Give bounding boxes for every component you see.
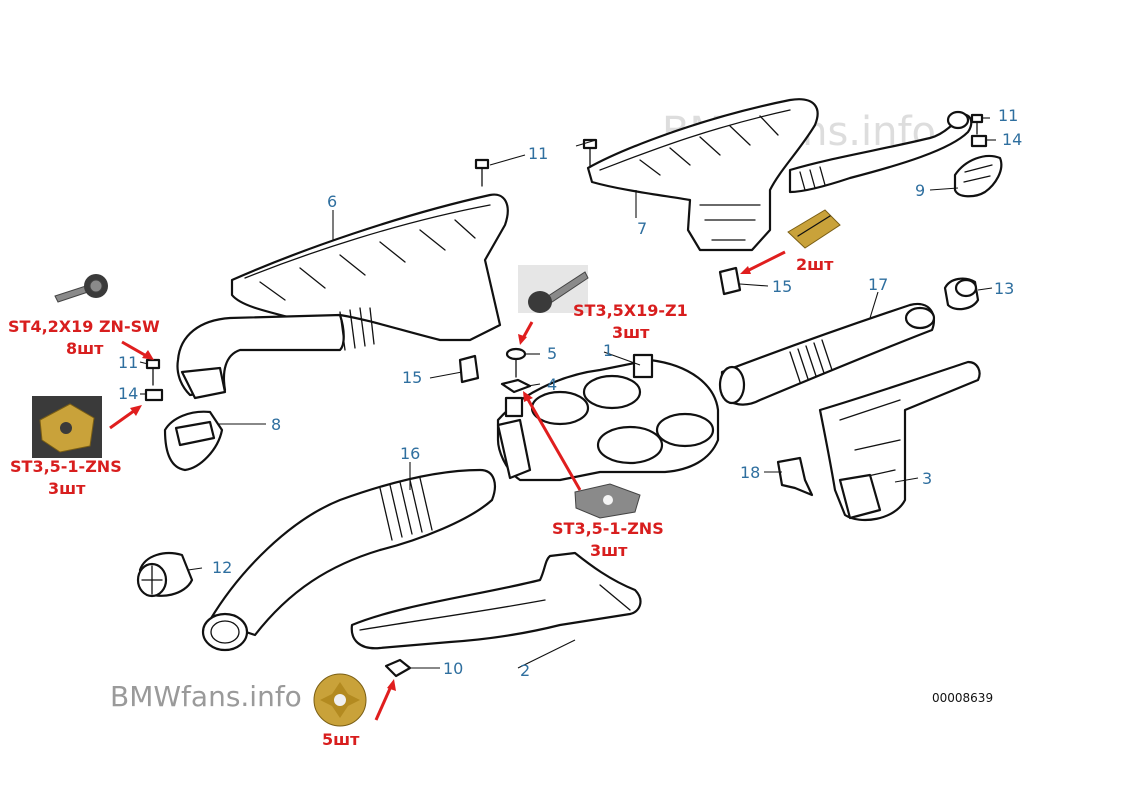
callout-13: 13: [994, 279, 1014, 298]
callout-5: 5: [547, 344, 557, 363]
callout-numbers: 1 2 3 4 5 6 7 8 9 10 11 11 11 12 13 14 1…: [118, 106, 1022, 680]
callout-11-top: 11: [528, 144, 548, 163]
hardware-screw-11-mid: [582, 138, 598, 167]
callout-11-right: 11: [998, 106, 1018, 125]
hardware-washer-10: [384, 658, 412, 678]
photo-nut-center: [574, 483, 641, 519]
callout-12: 12: [212, 558, 232, 577]
part-16-tube: [201, 468, 496, 652]
callout-9: 9: [915, 181, 925, 200]
annotation-nut-left-code: ST3,5-1-ZNS: [10, 457, 122, 476]
callout-8: 8: [271, 415, 281, 434]
part-8-outlet: [163, 410, 224, 472]
annotation-screw-sw-code: ST4,2X19 ZN-SW: [8, 317, 160, 336]
callout-15-left: 15: [402, 368, 422, 387]
callout-7: 7: [637, 219, 647, 238]
hardware-clip-14-left: [144, 388, 164, 402]
annotation-washer-qty: 5шт: [322, 730, 360, 749]
callout-2: 2: [520, 661, 530, 680]
annotation-nut-center-code: ST3,5-1-ZNS: [552, 519, 664, 538]
callout-6: 6: [327, 192, 337, 211]
part-12-cap: [136, 552, 194, 598]
hardware-nut-4: [500, 378, 532, 394]
hardware-clip-15-left: [458, 354, 480, 384]
watermark-bottom: BMWfans.info: [110, 680, 302, 713]
annotation-screw-sw-qty: 8шт: [66, 339, 104, 358]
part-2-duct: [350, 551, 642, 650]
callout-14-right: 14: [1002, 130, 1022, 149]
callout-14-left: 14: [118, 384, 138, 403]
hardware-screw-11-right: [970, 113, 984, 135]
photo-washer-10: [313, 673, 367, 727]
hardware-screw-5: [505, 347, 527, 378]
callout-17: 17: [868, 275, 888, 294]
hardware-clip-15-right: [718, 266, 742, 296]
annotation-nut-center-qty: 3шт: [590, 541, 628, 560]
drawing-code: 00008639: [932, 691, 993, 705]
part-1-housing: [496, 353, 720, 482]
part-17-tube: [718, 302, 936, 406]
callout-11-left: 11: [118, 353, 138, 372]
callout-15-right: 15: [772, 277, 792, 296]
callout-4: 4: [547, 375, 557, 394]
annotation-screw-z1-qty: 3шт: [612, 323, 650, 342]
annotations: ST4,2X19 ZN-SW 8шт ST3,5-1-ZNS 3шт ST3,5…: [8, 255, 834, 749]
hardware-screw-11-top: [474, 158, 490, 187]
annotation-nut-left-qty: 3шт: [48, 479, 86, 498]
callout-1: 1: [603, 341, 613, 360]
annotation-arrows: [109, 250, 786, 721]
annotation-screw-z1-code: ST3,5X19-Z1: [573, 301, 688, 320]
hardware-screw-11-left: [145, 358, 161, 386]
callout-3: 3: [922, 469, 932, 488]
part-13-cap: [943, 277, 980, 311]
leader-lines: [139, 117, 996, 669]
callout-10: 10: [443, 659, 463, 678]
part-7-duct: [586, 98, 973, 252]
part-18-clip: [776, 456, 814, 497]
photo-clip-2: [787, 209, 841, 249]
annotation-clip-qty: 2шт: [796, 255, 834, 274]
part-9-outlet: [953, 154, 1003, 198]
photo-screw-z1: [518, 265, 589, 313]
part-6-duct: [176, 193, 509, 400]
photo-nut-left: [32, 396, 102, 458]
callout-18: 18: [740, 463, 760, 482]
callout-16: 16: [400, 444, 420, 463]
hardware-clip-14-right: [970, 134, 988, 148]
part-3-duct: [818, 360, 981, 522]
photo-screw-sw: [54, 274, 108, 303]
